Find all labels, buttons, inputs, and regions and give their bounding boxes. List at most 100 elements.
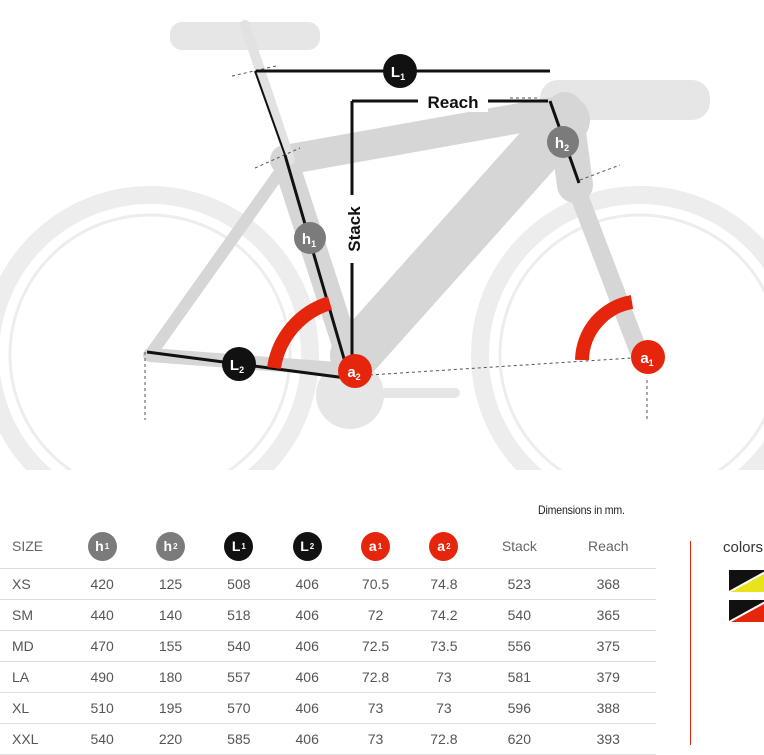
value-cell: 365 bbox=[560, 599, 656, 631]
badge-letter: h bbox=[163, 538, 173, 554]
value-cell: 379 bbox=[560, 661, 656, 693]
value-cell: 523 bbox=[478, 568, 561, 600]
value-cell: 596 bbox=[478, 692, 561, 724]
value-cell: 375 bbox=[560, 630, 656, 662]
svg-text:a1: a1 bbox=[640, 350, 653, 368]
guide-lines bbox=[144, 65, 648, 420]
value-cell: 406 bbox=[273, 568, 342, 600]
value-cell: 510 bbox=[68, 692, 137, 724]
size-cell: XS bbox=[0, 568, 68, 600]
value-cell: 557 bbox=[204, 661, 274, 693]
badge-letter: a bbox=[368, 538, 377, 554]
header-reach: Reach bbox=[588, 538, 629, 554]
value-cell: 125 bbox=[136, 568, 205, 600]
badge-subscript: 1 bbox=[377, 541, 383, 551]
h2-badge: h2 bbox=[547, 126, 579, 158]
size-cell: XL bbox=[0, 692, 68, 724]
value-cell: 440 bbox=[68, 599, 137, 631]
value-cell: 73 bbox=[409, 661, 479, 693]
a1-angle-arc bbox=[575, 295, 634, 361]
value-cell: 406 bbox=[273, 599, 342, 631]
value-cell: 540 bbox=[204, 630, 274, 662]
size-cell: SM bbox=[0, 599, 68, 631]
svg-text:L1: L1 bbox=[391, 64, 405, 82]
value-cell: 70.5 bbox=[341, 568, 410, 600]
l1-badge: L1 bbox=[383, 54, 417, 88]
svg-text:h1: h1 bbox=[302, 231, 316, 249]
color-swatch-black-yellow[interactable] bbox=[729, 570, 764, 592]
value-cell: 581 bbox=[478, 661, 561, 693]
value-cell: 73 bbox=[341, 692, 410, 724]
svg-text:h2: h2 bbox=[555, 135, 569, 153]
l2-badge: L2 bbox=[222, 347, 256, 381]
value-cell: 180 bbox=[136, 661, 205, 693]
value-cell: 73.5 bbox=[409, 630, 479, 662]
size-cell: MD bbox=[0, 630, 68, 662]
value-cell: 155 bbox=[136, 630, 205, 662]
value-cell: 74.8 bbox=[409, 568, 479, 600]
a2-badge: a2 bbox=[338, 354, 372, 388]
swatch-black-yellow-graphic bbox=[729, 570, 764, 592]
value-cell: 570 bbox=[204, 692, 274, 724]
rear-wheel bbox=[0, 186, 319, 470]
badge-subscript: 2 bbox=[309, 541, 315, 551]
badge-subscript: 1 bbox=[104, 541, 110, 551]
svg-text:a2: a2 bbox=[347, 364, 360, 382]
h1-line bbox=[283, 154, 347, 363]
value-cell: 556 bbox=[478, 630, 561, 662]
a1-badge: a1 bbox=[631, 340, 665, 374]
badge-subscript: 1 bbox=[241, 541, 246, 551]
header-stack: Stack bbox=[501, 538, 537, 554]
header-size: SIZE bbox=[12, 538, 44, 554]
badge-letter: L bbox=[231, 538, 241, 554]
value-cell: 406 bbox=[273, 692, 342, 724]
badge-subscript: 2 bbox=[173, 541, 178, 551]
value-cell: 406 bbox=[273, 661, 342, 693]
color-swatch-black-red[interactable] bbox=[729, 600, 764, 622]
front-wheel bbox=[471, 186, 764, 470]
value-cell: 470 bbox=[68, 630, 137, 662]
value-cell: 508 bbox=[204, 568, 274, 600]
reach-label: Reach bbox=[427, 93, 478, 112]
value-cell: 195 bbox=[136, 692, 205, 724]
value-cell: 140 bbox=[136, 599, 205, 631]
value-cell: 72 bbox=[341, 599, 410, 631]
value-cell: 420 bbox=[68, 568, 137, 600]
value-cell: 72.5 bbox=[341, 630, 410, 662]
dimensions-note: Dimensions in mm. bbox=[538, 503, 625, 517]
badge-letter: L bbox=[300, 538, 309, 554]
badge-subscript: 2 bbox=[446, 541, 451, 551]
value-cell: 540 bbox=[478, 599, 561, 631]
value-cell: 74.2 bbox=[409, 599, 479, 631]
value-cell: 490 bbox=[68, 661, 137, 693]
colors-title: colors bbox=[723, 539, 764, 556]
a2-angle-arc bbox=[267, 296, 333, 370]
h1-badge: h1 bbox=[294, 222, 326, 254]
section-divider bbox=[690, 541, 691, 745]
value-cell: 72.8 bbox=[341, 661, 410, 693]
value-cell: 368 bbox=[560, 568, 656, 600]
size-cell: LA bbox=[0, 661, 68, 693]
value-cell: 388 bbox=[560, 692, 656, 724]
